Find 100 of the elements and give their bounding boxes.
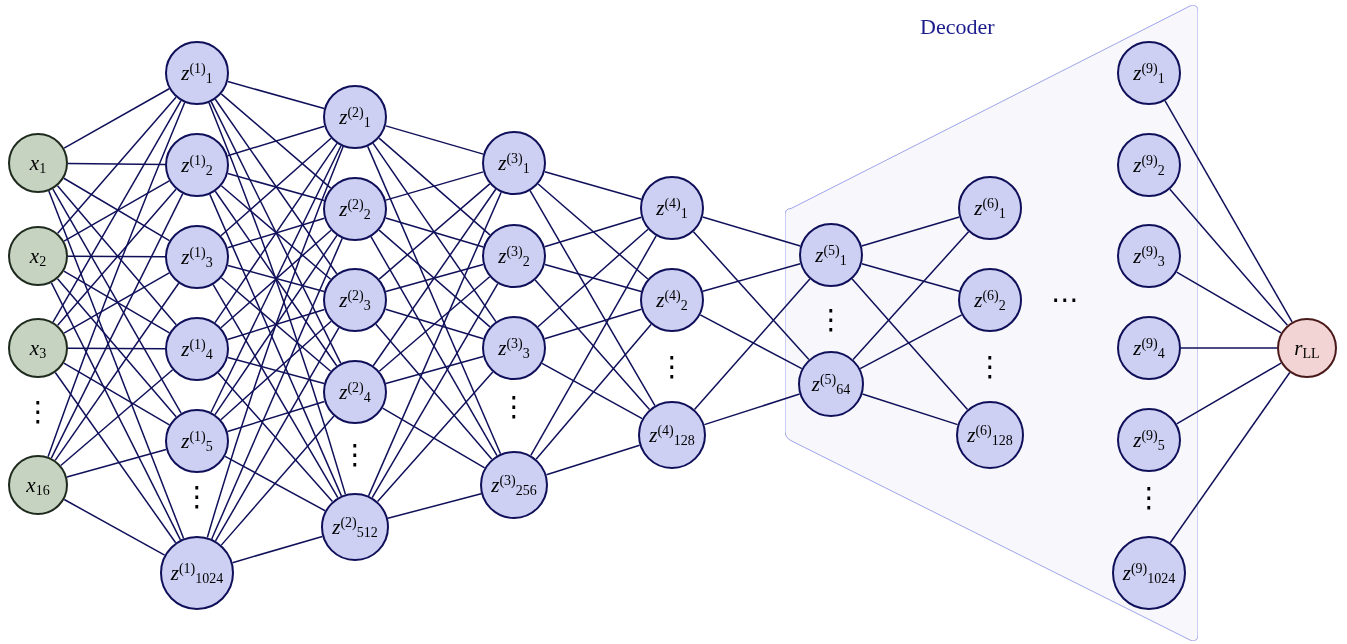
connection-line (537, 183, 649, 280)
connection-line (214, 98, 338, 275)
connection-line (226, 400, 326, 433)
connection-line (206, 145, 344, 539)
connection-line (367, 191, 502, 497)
neuron-label: r$_{LL}$ (1294, 337, 1320, 359)
connection-line (217, 372, 334, 503)
connection-line (378, 183, 491, 280)
connection-line (861, 393, 959, 426)
connection-line (227, 356, 325, 385)
connection-line (859, 314, 963, 370)
connection-line (52, 188, 182, 414)
connection-line (381, 407, 486, 469)
connection-line (47, 101, 186, 458)
connection-line (851, 278, 969, 411)
connection-line (384, 308, 485, 340)
ellipsis-dots: ⋮ (500, 393, 528, 421)
connection-line (209, 193, 343, 497)
connection-line (227, 80, 325, 110)
connection-line (375, 323, 493, 460)
ellipsis-dots: ⋮ (183, 483, 211, 511)
connection-line (227, 264, 325, 293)
connection-line (56, 96, 177, 235)
connection-line (703, 393, 801, 426)
connection-line (385, 125, 484, 155)
connection-line (544, 263, 642, 293)
connection-line (385, 263, 484, 293)
connection-line (220, 415, 335, 546)
connection-line (852, 231, 970, 361)
connection-line (214, 234, 338, 416)
neuron-label: x$_{3}$ (29, 337, 47, 359)
connection-line (220, 185, 332, 280)
ellipsis-dots: ⋮ (658, 353, 686, 381)
connection-line (699, 314, 803, 370)
connection-line (385, 355, 484, 385)
connection-line (702, 262, 801, 293)
connection-line (372, 188, 497, 367)
connection-line (226, 308, 326, 341)
connection-line (220, 277, 332, 372)
connection-line (227, 172, 325, 202)
connection-line (1180, 347, 1278, 349)
ellipsis-dots: ⋮ (341, 441, 369, 469)
ellipsis-dots: ⋮ (24, 398, 52, 426)
connection-line (220, 320, 332, 421)
connection-line (214, 326, 340, 542)
connection-line (63, 88, 170, 149)
connection-line (385, 171, 484, 201)
connection-line (1175, 362, 1282, 425)
connection-line (543, 216, 643, 248)
connection-line (1175, 271, 1282, 334)
connection-line (50, 282, 182, 541)
connection-line (220, 229, 332, 329)
connection-line (378, 137, 491, 236)
connection-line (226, 125, 326, 157)
connection-line (530, 235, 657, 457)
decoder-region (785, 5, 1198, 641)
connection-line (1164, 100, 1293, 323)
connection-line (541, 362, 643, 420)
connection-line (67, 162, 166, 166)
connection-line (212, 283, 339, 499)
connection-line (378, 229, 491, 328)
connection-line (376, 371, 494, 503)
connection-line (1169, 188, 1289, 327)
neuron-label: x$_{16}$ (26, 474, 50, 496)
connection-line (52, 99, 182, 323)
connection-line (224, 455, 326, 512)
connection-line (66, 448, 167, 478)
connection-line (48, 190, 185, 540)
connection-line (366, 145, 502, 455)
connection-line (384, 217, 485, 248)
connection-line (56, 278, 177, 418)
ellipsis-dots: ⋯ (1051, 286, 1079, 314)
ellipsis-dots: ⋮ (1135, 484, 1163, 512)
connection-line (1169, 371, 1291, 544)
connection-line (692, 231, 810, 361)
connection-line (534, 279, 651, 411)
connection-line (214, 142, 338, 324)
connection-line (54, 282, 180, 462)
connection-line (378, 276, 491, 372)
neuron-label: x$_{2}$ (29, 245, 47, 267)
connection-line (54, 371, 177, 544)
connection-line (371, 282, 499, 499)
connection-line (860, 216, 961, 247)
connection-line (231, 535, 324, 564)
connection-line (214, 190, 338, 367)
connection-line (701, 216, 802, 247)
connection-line (693, 278, 811, 411)
region-title: Decoder (920, 13, 995, 41)
connection-line (529, 189, 656, 407)
connection-line (545, 444, 641, 476)
connection-line (220, 137, 332, 237)
connection-line (226, 217, 326, 249)
connection-line (210, 145, 342, 413)
connection-line (861, 262, 960, 293)
connection-line (67, 347, 166, 350)
connection-line (210, 100, 342, 365)
neuron-label: x$_{1}$ (29, 152, 47, 174)
connection-line (537, 228, 649, 328)
connection-line (220, 93, 332, 189)
ellipsis-dots: ⋮ (976, 353, 1004, 381)
